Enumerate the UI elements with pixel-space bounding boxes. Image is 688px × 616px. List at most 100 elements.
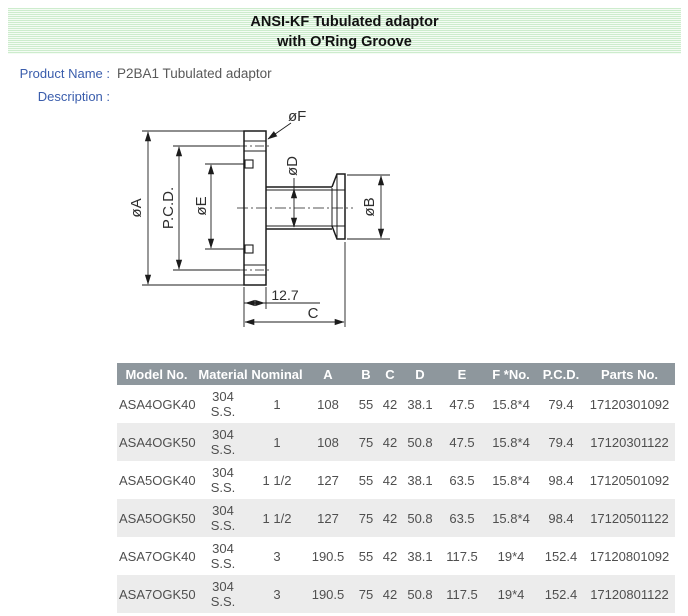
table-cell: 75 — [352, 499, 380, 537]
table-cell: 152.4 — [544, 548, 578, 564]
product-name-value: P2BA1 Tubulated adaptor — [117, 66, 272, 81]
column-header-7: E — [440, 363, 484, 385]
technical-drawing: øA P.C.D. øE øD øB øF 12.7 C — [128, 108, 390, 327]
table-cell: 304 S.S. — [210, 541, 236, 571]
table-cell: 15.8*4 — [492, 396, 530, 412]
table-cell: 190.5 — [304, 575, 352, 613]
table-cell: 1 — [273, 396, 281, 412]
table-cell: 63.5 — [440, 499, 484, 537]
table-cell: 50.8 — [400, 575, 440, 613]
table-cell: 17120301092 — [589, 396, 670, 412]
table-cell: 127 — [317, 472, 339, 488]
dimension-lines — [142, 122, 390, 327]
table-cell: 38.1 — [407, 472, 433, 488]
table-cell: 50.8 — [400, 499, 440, 537]
dim-label-dia-a: øA — [128, 198, 145, 217]
table-cell: ASA7OGK50 — [117, 575, 196, 613]
table-cell: 50.8 — [400, 423, 440, 461]
column-header-2: Nominal — [250, 363, 304, 385]
table-cell: 42 — [380, 499, 400, 537]
table-cell: 19*4 — [484, 575, 538, 613]
table-cell: 98.4 — [538, 499, 584, 537]
table-cell: ASA5OGK50 — [117, 499, 196, 537]
table-cell: 3 — [250, 575, 304, 613]
table-cell: 42 — [380, 423, 400, 461]
table-cell: 47.5 — [449, 396, 475, 412]
column-header-3: A — [304, 363, 352, 385]
table-cell: 304 S.S. — [196, 575, 250, 613]
table-cell: 55 — [358, 548, 374, 564]
table-cell: ASA7OGK40 — [119, 548, 196, 564]
table-cell: 55 — [358, 396, 374, 412]
description-label: Description : — [37, 89, 110, 104]
table-cell: 17120501092 — [589, 472, 670, 488]
table-cell: 47.5 — [440, 423, 484, 461]
column-header-5: C — [380, 363, 400, 385]
dim-label-thickness: 12.7 — [271, 287, 298, 303]
column-header-0: Model No. — [117, 363, 196, 385]
table-cell: 42 — [382, 396, 398, 412]
column-header-1: Material — [196, 363, 250, 385]
table-cell: ASA5OGK40 — [119, 472, 196, 488]
table-cell: 19*4 — [497, 548, 525, 564]
table-cell: 75 — [352, 423, 380, 461]
table-cell: 108 — [304, 423, 352, 461]
table-cell: 1 1/2 — [250, 499, 304, 537]
dim-label-dia-f: øF — [288, 108, 306, 125]
table-cell: 38.1 — [407, 396, 433, 412]
table-cell: 304 S.S. — [196, 423, 250, 461]
table-cell: 38.1 — [407, 548, 433, 564]
table-cell: 79.4 — [538, 423, 584, 461]
title-line2: with O'Ring Groove — [277, 34, 412, 50]
table-cell: 79.4 — [548, 396, 574, 412]
table-cell: 1 1/2 — [262, 472, 292, 488]
column-header-4: B — [352, 363, 380, 385]
table-cell: 55 — [358, 472, 374, 488]
table-cell: 127 — [304, 499, 352, 537]
column-header-8: F *No. — [484, 363, 538, 385]
dim-label-dia-d: øD — [284, 156, 301, 176]
table-row: ASA5OGK40 304 S.S. 1 1/2 127 55 42 38.1 63.5 15.… — [117, 461, 675, 499]
flange-body-outline — [237, 130, 353, 286]
table-cell: 42 — [382, 472, 398, 488]
table-cell: 17120801092 — [589, 548, 670, 564]
dim-label-dia-b: øB — [361, 197, 378, 216]
table-cell: 304 S.S. — [210, 389, 236, 419]
dim-label-dia-e: øE — [193, 196, 210, 215]
table-cell: 117.5 — [446, 548, 478, 564]
table-cell: 108 — [317, 396, 339, 412]
table-cell: 190.5 — [311, 548, 345, 564]
title-line1: ANSI-KF Tubulated adaptor — [250, 14, 439, 30]
table-row: ASA4OGK40 304 S.S. 1 108 55 42 38.1 47.5 15.8*4 7… — [117, 385, 675, 423]
table-cell: 117.5 — [440, 575, 484, 613]
table-cell: 75 — [352, 575, 380, 613]
table-cell: 304 S.S. — [196, 499, 250, 537]
table-cell: 17120301122 — [584, 423, 675, 461]
dim-label-pcd: P.C.D. — [160, 187, 177, 229]
table-row: ASA7OGK40 304 S.S. 3 190.5 55 42 38.1 117.5 19*4… — [117, 537, 675, 575]
table-cell: 304 S.S. — [210, 465, 236, 495]
dim-label-length: C — [308, 305, 319, 322]
table-cell: 152.4 — [538, 575, 584, 613]
table-cell: 15.8*4 — [484, 423, 538, 461]
table-cell: 98.4 — [548, 472, 574, 488]
table-cell: 15.8*4 — [484, 499, 538, 537]
table-cell: 63.5 — [449, 472, 475, 488]
table-cell: ASA4OGK40 — [119, 396, 196, 412]
column-header-10: Parts No. — [584, 363, 675, 385]
table-cell: 42 — [380, 575, 400, 613]
title-banner: ANSI-KF Tubulated adaptor with O'Ring Gr… — [8, 8, 681, 54]
table-cell: 17120801122 — [584, 575, 675, 613]
table-cell: 15.8*4 — [492, 472, 530, 488]
column-header-9: P.C.D. — [538, 363, 584, 385]
column-header-6: D — [400, 363, 440, 385]
table-cell: 42 — [382, 548, 398, 564]
table-cell: 3 — [273, 548, 281, 564]
product-name-label: Product Name : — [19, 66, 110, 81]
table-cell: 17120501122 — [584, 499, 675, 537]
